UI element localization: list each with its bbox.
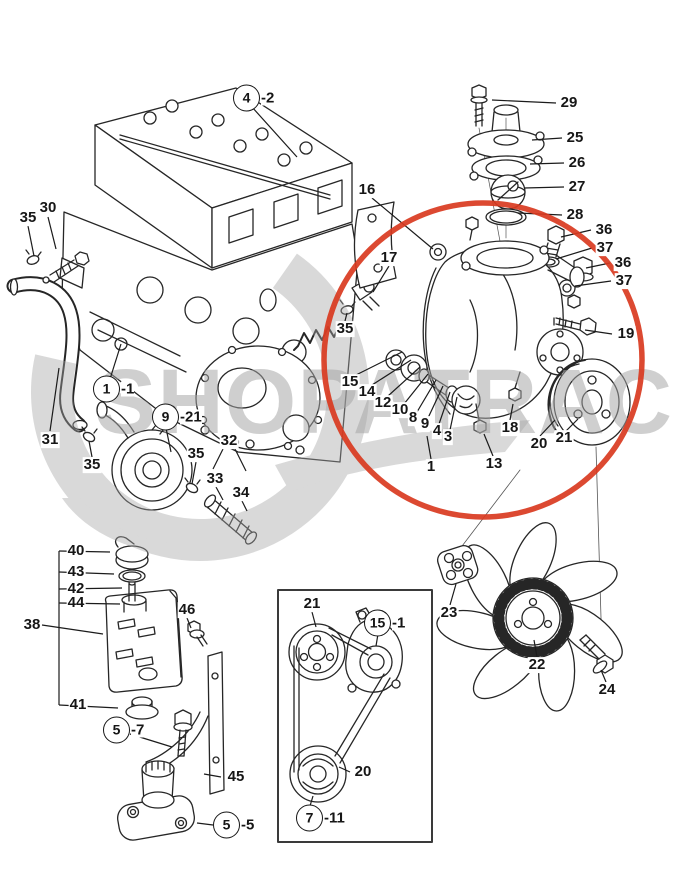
- callout-25: 25: [565, 129, 585, 147]
- callout-38: 38: [22, 616, 42, 634]
- callout-35: 35: [82, 456, 102, 474]
- callout-1: 1: [425, 458, 437, 476]
- callout-44: 44: [66, 594, 86, 612]
- callout-20: 20: [353, 763, 373, 781]
- callout-30: 30: [38, 199, 58, 217]
- highlight-circle: [321, 200, 645, 520]
- callout-7-11: 7-11: [296, 804, 345, 832]
- reservoir-tank-art: [104, 536, 208, 720]
- callout-9-21: 9-21: [152, 403, 202, 431]
- callout-35: 35: [18, 209, 38, 227]
- callout-29: 29: [559, 94, 579, 112]
- callout-36: 36: [613, 254, 633, 272]
- cylinder-head-art: [69, 87, 353, 277]
- engine-block-art: [59, 211, 359, 463]
- callout-13: 13: [484, 455, 504, 473]
- belt-box-art: [277, 589, 433, 843]
- callout-21: 21: [302, 595, 322, 613]
- thermostat-stack-art: [467, 84, 545, 253]
- callout-18: 18: [500, 419, 520, 437]
- callout-31: 31: [40, 431, 60, 449]
- callout-41: 41: [68, 696, 88, 714]
- callout-4: 4: [431, 422, 443, 440]
- callout-37: 37: [614, 272, 634, 290]
- callout-22: 22: [527, 656, 547, 674]
- callout-12: 12: [373, 394, 393, 412]
- callout-16: 16: [357, 181, 377, 199]
- callout-4-2: 4-2: [233, 84, 275, 112]
- callout-35: 35: [186, 445, 206, 463]
- fan-bolt-art: [579, 634, 614, 674]
- callout-17: 17: [379, 249, 399, 267]
- callout-8: 8: [407, 409, 419, 427]
- callout-20: 20: [529, 435, 549, 453]
- callout-42: 42: [66, 580, 86, 598]
- callout-10: 10: [390, 401, 410, 419]
- callout-40: 40: [66, 542, 86, 560]
- callout-45: 45: [226, 768, 246, 786]
- hose-and-fittings-art: [6, 249, 98, 443]
- callout-36: 36: [594, 221, 614, 239]
- callout-46: 46: [177, 601, 197, 619]
- callout-9: 9: [419, 415, 431, 433]
- callout-33: 33: [205, 470, 225, 488]
- callout-15: 15: [340, 373, 360, 391]
- callout-19: 19: [616, 325, 636, 343]
- callout-1-1: 1-1: [93, 375, 135, 403]
- callout-24: 24: [597, 681, 617, 699]
- callout-5-5: 5-5: [213, 811, 255, 839]
- callout-32: 32: [219, 432, 239, 450]
- callout-43: 43: [66, 563, 86, 581]
- callout-27: 27: [567, 178, 587, 196]
- callout-3: 3: [442, 428, 454, 446]
- callout-28: 28: [565, 206, 585, 224]
- hose-spring-art: [203, 494, 258, 545]
- callout-26: 26: [567, 154, 587, 172]
- oil-cooler-art: [96, 401, 201, 511]
- callout-23: 23: [439, 604, 459, 622]
- callout-5-7: 5-7: [103, 716, 145, 744]
- callout-35: 35: [335, 320, 355, 338]
- callout-34: 34: [231, 484, 251, 502]
- callout-14: 14: [357, 383, 377, 401]
- fan-spacer-art: [437, 545, 479, 586]
- callout-37: 37: [595, 239, 615, 257]
- bracket-and-flange-art: [117, 651, 225, 841]
- callout-15-1: 15-1: [364, 609, 406, 637]
- fan-art: [436, 522, 623, 712]
- callout-21: 21: [554, 429, 574, 447]
